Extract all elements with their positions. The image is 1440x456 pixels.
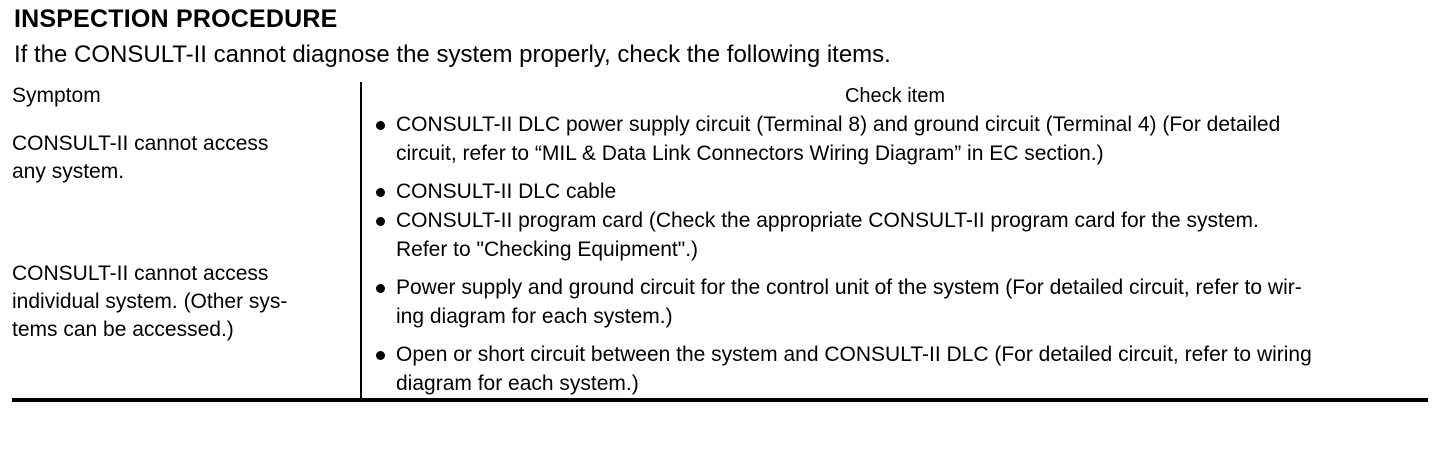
list-item: CONSULT-II DLC cable xyxy=(362,177,1428,206)
symptom-line: any system. xyxy=(12,160,125,183)
list-item-line: CONSULT-II program card (Check the appro… xyxy=(396,209,1259,232)
list-item-line: ing diagram for each system.) xyxy=(396,305,673,328)
check-item-cell: CONSULT-II DLC power supply circuit (Ter… xyxy=(361,110,1428,206)
column-header-check-item: Check item xyxy=(844,85,946,107)
check-item-list: CONSULT-II program card (Check the appro… xyxy=(362,206,1428,398)
list-item: CONSULT-II DLC power supply circuit (Ter… xyxy=(362,110,1428,168)
bullet-icon xyxy=(376,284,385,293)
symptom-line: CONSULT-II cannot access xyxy=(12,132,269,155)
list-item-line: diagram for each system.) xyxy=(396,372,639,395)
intro-text: If the CONSULT-II cannot diagnose the sy… xyxy=(14,41,891,68)
bullet-icon xyxy=(376,351,385,360)
check-item-list: CONSULT-II DLC power supply circuit (Ter… xyxy=(362,110,1428,206)
table-row: CONSULT-II cannot access any system. CON… xyxy=(12,110,1428,206)
table-row: CONSULT-II cannot access individual syst… xyxy=(12,206,1428,402)
list-item-line: circuit, refer to “MIL & Data Link Conne… xyxy=(396,142,1104,165)
bullet-icon xyxy=(376,217,385,226)
page-title: INSPECTION PROCEDURE xyxy=(14,5,338,33)
symptom-line: individual system. (Other sys- xyxy=(12,290,288,313)
list-item: Open or short circuit between the system… xyxy=(362,340,1428,398)
bullet-icon xyxy=(376,121,385,130)
list-item-line: CONSULT-II DLC power supply circuit (Ter… xyxy=(396,113,1281,136)
bullet-icon xyxy=(376,188,385,197)
column-header-symptom: Symptom xyxy=(12,82,362,110)
symptom-line: CONSULT-II cannot access xyxy=(12,262,269,285)
symptom-cell: CONSULT-II cannot access individual syst… xyxy=(12,206,362,402)
check-item-cell: CONSULT-II program card (Check the appro… xyxy=(361,206,1428,402)
table-header-row: Symptom Check item xyxy=(12,82,1428,110)
list-item-line: CONSULT-II DLC cable xyxy=(396,180,617,203)
list-item-line: Power supply and ground circuit for the … xyxy=(396,276,1302,299)
list-item: Power supply and ground circuit for the … xyxy=(362,273,1428,331)
list-item-line: Open or short circuit between the system… xyxy=(396,343,1312,366)
inspection-table: Symptom Check item CONSULT-II cannot acc… xyxy=(12,82,1428,402)
list-item: CONSULT-II program card (Check the appro… xyxy=(362,206,1428,264)
symptom-cell: CONSULT-II cannot access any system. xyxy=(12,110,362,206)
symptom-line: tems can be accessed.) xyxy=(12,318,234,341)
list-item-line: Refer to "Checking Equipment".) xyxy=(396,238,699,261)
inspection-table-wrapper: Symptom Check item CONSULT-II cannot acc… xyxy=(12,82,1428,402)
